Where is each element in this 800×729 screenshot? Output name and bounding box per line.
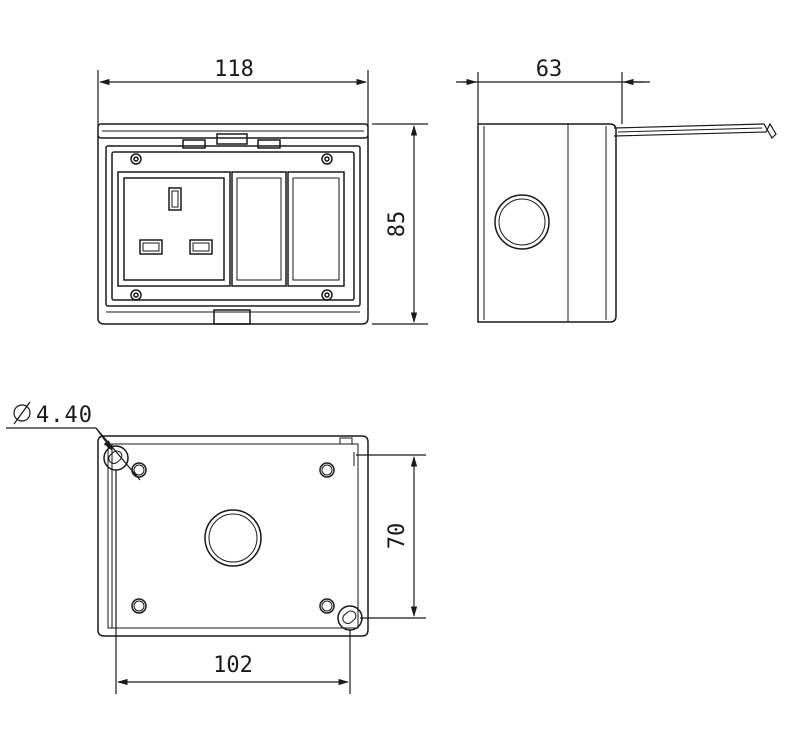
dim-front-height-label: 85 xyxy=(385,211,410,238)
socket-inner xyxy=(123,177,225,281)
side-body xyxy=(477,123,617,323)
dim-back-vertical xyxy=(356,454,426,619)
front-lid-bar xyxy=(97,123,369,139)
front-corner-screws xyxy=(130,153,333,301)
socket-neutral-pin xyxy=(189,239,213,255)
back-mounting-holes xyxy=(131,462,335,614)
back-view xyxy=(97,435,369,637)
socket-live-pin xyxy=(139,239,163,255)
dim-back-horizontal-label: 102 xyxy=(213,653,253,678)
front-plate-outer xyxy=(105,145,361,307)
socket-outer xyxy=(117,171,231,287)
switch-right xyxy=(287,171,345,287)
side-view xyxy=(477,122,777,323)
dim-front-height xyxy=(372,123,428,325)
dim-side-depth xyxy=(456,72,650,124)
dim-front-width-label: 118 xyxy=(214,57,254,82)
back-inner-panel xyxy=(107,443,359,629)
socket-earth-pin xyxy=(168,187,182,211)
dim-front-width xyxy=(97,70,369,128)
front-plate-inner xyxy=(111,151,355,301)
front-view xyxy=(97,123,369,325)
front-hinge-right xyxy=(257,139,281,149)
front-bottom-latch xyxy=(213,309,251,325)
side-lid-flap xyxy=(613,122,777,139)
dim-back-vertical-label: 70 xyxy=(385,523,410,550)
back-knockout-hole xyxy=(204,509,262,567)
dim-hole-diameter-label: 4.40 xyxy=(36,403,93,428)
side-knockout-hole xyxy=(494,194,550,250)
front-hinge-left xyxy=(182,139,206,149)
dim-side-depth-label: 63 xyxy=(536,57,563,82)
front-hinge-center xyxy=(216,133,248,145)
dim-back-horizontal xyxy=(115,470,351,694)
diameter-symbol-icon xyxy=(13,404,31,422)
dim-hole-diameter xyxy=(6,401,141,481)
switch-left xyxy=(231,171,287,287)
back-outer-body xyxy=(97,435,369,637)
